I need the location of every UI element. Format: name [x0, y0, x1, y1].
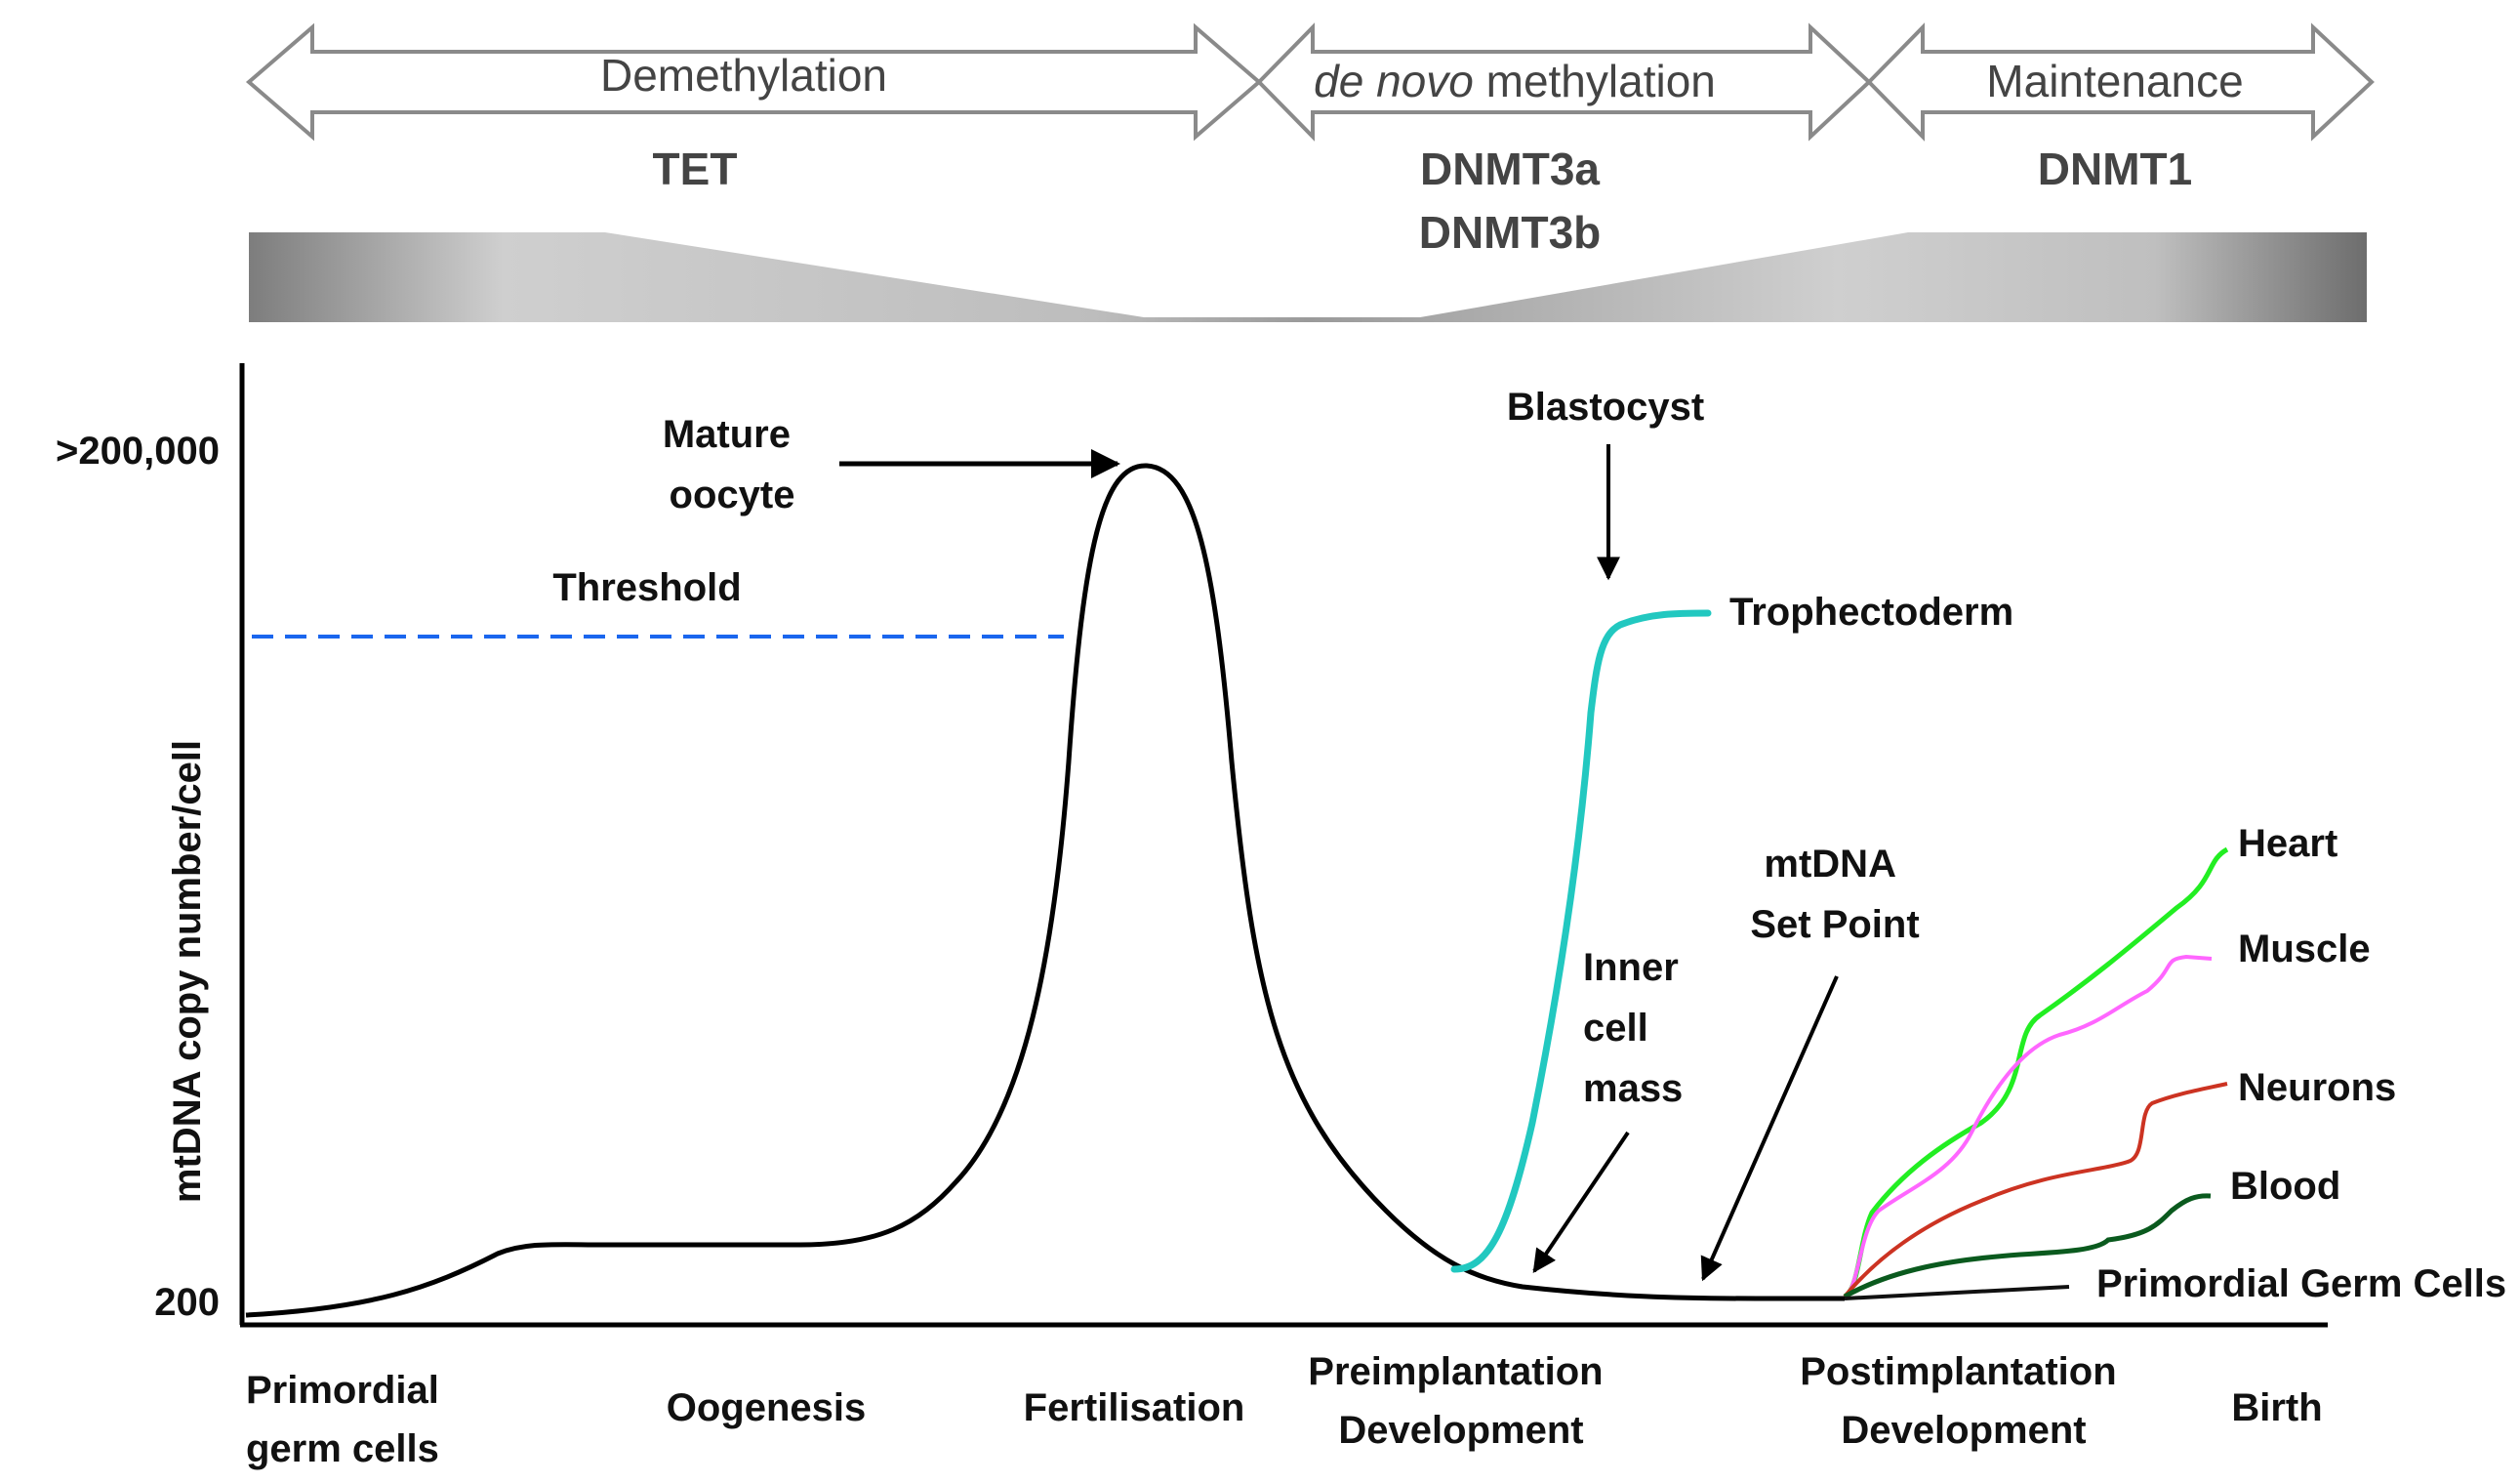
- de-novo-methylation-label: de novo methylation: [1314, 56, 1716, 106]
- trophectoderm-label: Trophectoderm: [1729, 591, 2013, 634]
- inner-cell-mass-label: Inner cell mass: [1583, 946, 1689, 1110]
- dnmt3a-label: DNMT3a: [1420, 144, 1600, 194]
- stage-primordial-line-1: Primordial: [246, 1369, 439, 1412]
- mtdna-copy-number-curve: [245, 463, 1845, 1318]
- stage-oogenesis: Oogenesis: [667, 1386, 867, 1429]
- inner-cell-mass-line-1: Inner: [1583, 946, 1679, 989]
- inner-cell-mass-line-3: mass: [1583, 1067, 1683, 1110]
- blood-label: Blood: [2230, 1165, 2340, 1208]
- lineage-labels: Heart Muscle Neurons Blood Primordial Ge…: [2096, 822, 2506, 1305]
- inner-cell-mass-arrow: [1532, 1131, 1630, 1273]
- set-point-label: mtDNA Set Point: [1750, 843, 1919, 946]
- heart-label: Heart: [2238, 822, 2337, 865]
- stage-postimplantation-line-2: Development: [1841, 1409, 2086, 1452]
- neurons-curve: [1843, 1082, 2228, 1298]
- stage-preimplantation: Preimplantation Development: [1308, 1350, 1613, 1452]
- stage-preimplantation-line-2: Development: [1338, 1409, 1583, 1452]
- set-point-arrow: [1700, 975, 1839, 1282]
- axes: mtDNA copy number/cell >200,000 200: [56, 363, 2328, 1328]
- mature-oocyte-label: Mature oocyte: [663, 413, 801, 516]
- primordial-germ-cells-curve: [1844, 1285, 2070, 1300]
- y-tick-high: >200,000: [56, 430, 220, 473]
- stage-preimplantation-line-1: Preimplantation: [1308, 1350, 1603, 1393]
- inner-cell-mass-annotation: Inner cell mass: [1532, 946, 1689, 1273]
- threshold-label: Threshold: [552, 566, 741, 609]
- heart-curve: [1843, 846, 2229, 1299]
- blastocyst-annotation: Blastocyst: [1507, 386, 1704, 581]
- set-point-line-2: Set Point: [1750, 903, 1919, 946]
- lineage-curves: [1843, 846, 2229, 1300]
- tet-label: TET: [653, 144, 738, 194]
- blastocyst-label: Blastocyst: [1507, 386, 1704, 429]
- methylation-level-band: [249, 232, 2367, 322]
- maintenance-label: Maintenance: [1986, 56, 2243, 106]
- trophectoderm-curve: [1450, 609, 1712, 1273]
- stage-labels: Primordial germ cells Oogenesis Fertilis…: [246, 1350, 2323, 1470]
- methylation-word: methylation: [1474, 56, 1716, 106]
- stage-primordial-germ-cells: Primordial germ cells: [246, 1369, 450, 1470]
- maintenance-arrow: [1866, 22, 2375, 142]
- mature-oocyte-annotation: Mature oocyte: [663, 413, 1120, 516]
- y-axis-title: mtDNA copy number/cell: [166, 740, 209, 1203]
- stage-fertilisation: Fertilisation: [1024, 1386, 1245, 1429]
- stage-birth: Birth: [2231, 1386, 2322, 1429]
- blood-curve: [1843, 1193, 2212, 1299]
- demethylation-label: Demethylation: [600, 50, 887, 101]
- neurons-label: Neurons: [2238, 1066, 2396, 1109]
- stage-primordial-line-2: germ cells: [246, 1427, 439, 1470]
- inner-cell-mass-line-2: cell: [1583, 1007, 1648, 1050]
- muscle-label: Muscle: [2238, 928, 2371, 970]
- phase-arrows: Demethylation de novo methylation Mainte…: [245, 22, 2375, 142]
- set-point-annotation: mtDNA Set Point: [1700, 843, 1920, 1282]
- set-point-line-1: mtDNA: [1764, 843, 1895, 886]
- mature-oocyte-line-1: Mature: [663, 413, 791, 456]
- dnmt1-label: DNMT1: [2038, 144, 2192, 194]
- mature-oocyte-line-2: oocyte: [670, 474, 795, 516]
- primordial-germ-cells-label: Primordial Germ Cells: [2096, 1262, 2506, 1305]
- stage-postimplantation-line-1: Postimplantation: [1800, 1350, 2116, 1393]
- enzyme-labels: TET DNMT3a DNMT3b DNMT1: [653, 144, 2193, 258]
- muscle-curve: [1843, 954, 2213, 1298]
- stage-postimplantation: Postimplantation Development: [1800, 1350, 2128, 1452]
- de-novo-italic: de novo: [1314, 56, 1474, 106]
- y-tick-low: 200: [154, 1281, 220, 1324]
- dnmt3b-label: DNMT3b: [1419, 207, 1602, 258]
